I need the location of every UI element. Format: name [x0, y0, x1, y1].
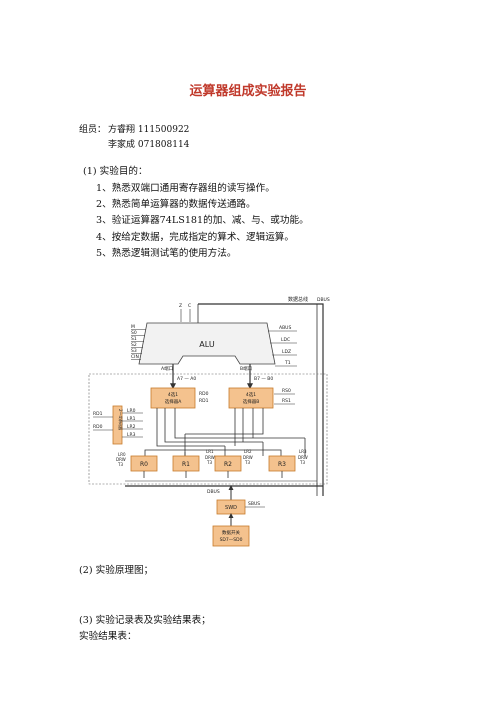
alu-input-label: S1 [131, 336, 137, 342]
register-label: R2 [224, 461, 232, 468]
register-label: R1 [182, 461, 190, 468]
alu-output-label: LDZ [282, 349, 291, 355]
r3-ctrl: DRW [298, 455, 308, 460]
alu-output-label: ABUS [279, 325, 291, 331]
data-bus-label: 数据总线 [288, 296, 308, 303]
mux-b-block [228, 387, 274, 409]
mux-input-wires [144, 408, 306, 456]
alu-input-label: CIN [131, 354, 139, 360]
alu-output-label: LDC [281, 337, 290, 343]
objective-item: 1、熟悉双端口通用寄存器组的读写操作。 [96, 183, 275, 194]
swd-label: SWD [225, 505, 237, 511]
mux-a-label: 选择器A [165, 398, 182, 405]
mux-a-label: 4选1 [168, 391, 178, 398]
objective-item: 5、熟悉逻辑测试笔的使用方法。 [96, 248, 237, 259]
member-1: 方睿翔 111500922 [108, 125, 190, 135]
results-table-label: 实验结果表： [79, 631, 137, 642]
decoder-output-label: LR0 [127, 408, 136, 414]
alu-input-label: M [131, 324, 135, 330]
members-label: 组员： [79, 125, 107, 135]
objective-item: 2、熟悉简单运算器的数据传送通路。 [96, 199, 256, 210]
register-label: R0 [140, 461, 148, 468]
lower-dbus-label: DBUS [207, 489, 220, 495]
alu-label: ALU [199, 340, 215, 349]
decoder-block [112, 405, 123, 445]
alu-output-label: T1 [284, 360, 291, 366]
decoder-input-label: RD0 [93, 424, 103, 430]
decoder-output-label: LR3 [127, 432, 136, 438]
mux-b-ctrl-label: RS1 [282, 398, 291, 404]
mux-a-block [150, 387, 196, 409]
alu-input-label: S3 [131, 348, 137, 354]
b-bits-label: B7 — B0 [254, 376, 273, 382]
r2-ctrl: T3 [244, 460, 250, 465]
alu-inputs: M S0 S1 S2 S3 CIN [131, 324, 146, 360]
mux-b-ctrl-label: RS0 [282, 388, 291, 394]
objective-item: 4、按给定数据，完成指定的算术、逻辑运算。 [96, 232, 294, 243]
mux-b-label: 选择器B [243, 398, 260, 405]
r1-ctrl: DRW [205, 455, 215, 460]
r1-ctrl: T3 [206, 460, 212, 465]
alu-input-label: S0 [131, 330, 137, 336]
decoder-input-label: RD1 [93, 411, 103, 417]
alu-block [138, 322, 276, 365]
mux-b-label: 4选1 [246, 391, 256, 398]
alu-outputs: ABUS LDC LDZ T1 [268, 325, 297, 367]
page-title: 运算器组成实验报告 [189, 84, 307, 99]
r1-ctrl: LR1 [206, 449, 214, 454]
mux-a-ctrl-label: RD1 [199, 398, 209, 404]
decoder-output-label: LR1 [127, 416, 136, 422]
r0-ctrl: DRW [116, 457, 126, 462]
alu-input-label: S2 [131, 342, 137, 348]
flag-c-label: C [188, 303, 191, 309]
section-2-heading: (2) 实验原理图； [79, 565, 154, 576]
objective-item: 3、验证运算器74LS181的加、减、与、或功能。 [96, 215, 309, 226]
decoder-label: 2—4译码器 [118, 409, 124, 430]
data-switch-label: SD7—SD0 [220, 537, 243, 543]
r0-ctrl: T3 [117, 462, 123, 467]
r0-ctrl: LR0 [118, 452, 126, 457]
register-group-outline [88, 373, 328, 485]
r2-ctrl: LR2 [244, 449, 252, 454]
mux-a-ctrl-label: RD0 [199, 391, 209, 397]
alu-schematic-diagram: 数据总线 DBUS Z C ALU M S0 S1 S2 S3 CIN ABUS… [88, 296, 330, 547]
flag-z-label: Z [179, 303, 182, 309]
port-b-label: B端口 [240, 365, 252, 372]
register-label: R3 [278, 461, 286, 468]
section-1-heading: (1) 实验目的： [83, 166, 148, 177]
data-switch-label: 数据开关 [222, 529, 240, 536]
r2-ctrl: DRW [243, 455, 253, 460]
section-3-heading: (3) 实验记录表及实验结果表； [79, 615, 211, 626]
data-switch-block [212, 525, 250, 547]
dbus-label: DBUS [317, 297, 330, 303]
member-2: 李家成 071808114 [108, 140, 190, 150]
register-controls: LR0 DRW T3 LR1 DRW T3 LR2 DRW T3 LR3 DRW… [116, 449, 308, 467]
port-a-label: A端口 [161, 365, 173, 372]
decoder-output-label: LR2 [127, 424, 136, 430]
a-bits-label: A7 — A0 [177, 376, 196, 382]
sbus-label: SBUS [248, 501, 260, 507]
data-bus-line [198, 303, 324, 496]
r3-ctrl: T3 [299, 460, 305, 465]
r3-ctrl: LR3 [299, 449, 307, 454]
